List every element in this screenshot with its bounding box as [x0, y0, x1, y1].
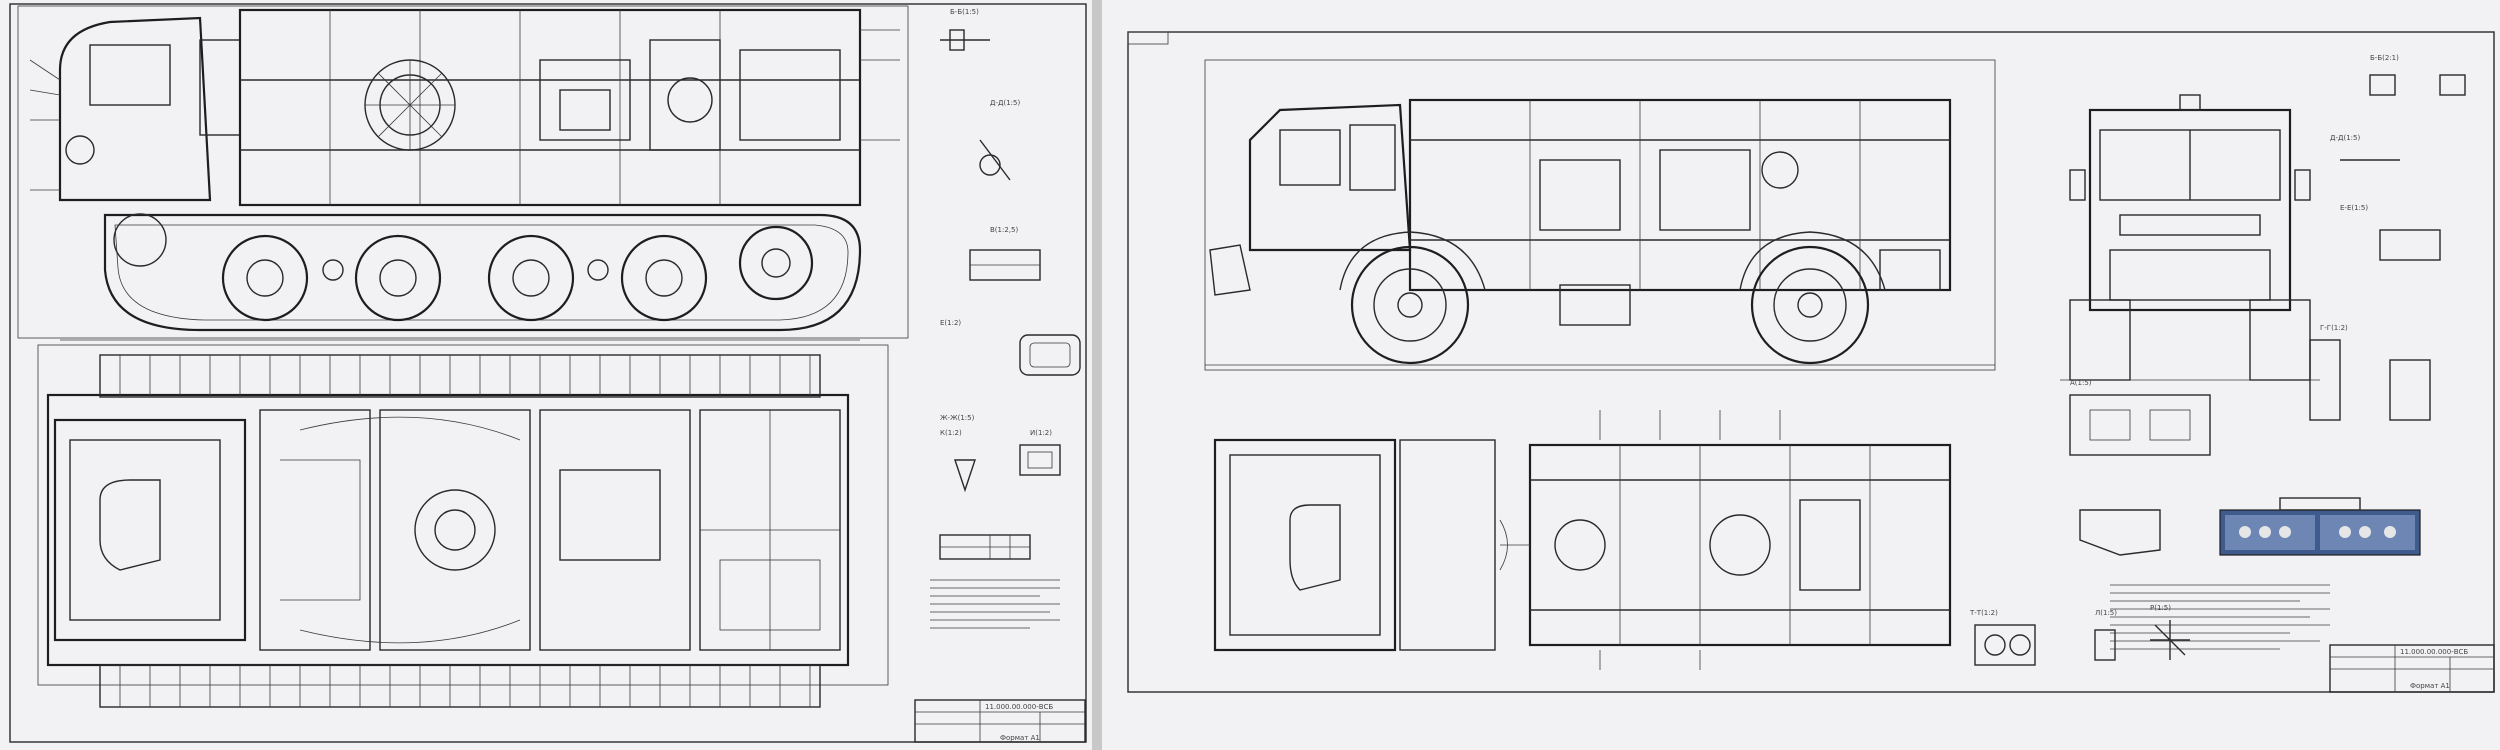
- left-notes: [930, 579, 1060, 629]
- right-detail-views: Б-Б(2:1) Д-Д(1:5) Е-Е(1:5) А(1:5) Г-Г(1:…: [1969, 54, 2466, 666]
- left-view-label-5: Ж-Ж(1:5): [940, 414, 975, 422]
- right-title-format: Формат А1: [2410, 682, 2450, 690]
- right-notes: [2110, 584, 2330, 650]
- left-view-label-4: Е(1:2): [940, 319, 961, 327]
- sheet-gap: [1092, 0, 1102, 750]
- left-view-label-3: В(1:2,5): [990, 226, 1018, 234]
- truck-plan-view: [1213, 410, 1952, 670]
- left-view-label-6: К(1:2): [940, 429, 962, 437]
- truck-side-view: [1204, 59, 1996, 371]
- right-sheet-frame: [1127, 31, 2495, 693]
- truck-front-view: [2060, 94, 2320, 381]
- left-title-designation: 11.000.00.000-ВСБ: [985, 703, 1053, 711]
- left-title-format: Формат А1: [1000, 734, 1040, 742]
- right-title-block: 11.000.00.000-ВСБ Формат А1: [2329, 644, 2495, 693]
- left-title-block: 11.000.00.000-ВСБ Формат А1: [914, 699, 1086, 743]
- right-view-label-4: А(1:5): [2070, 379, 2092, 387]
- right-title-designation: 11.000.00.000-ВСБ: [2400, 648, 2468, 656]
- right-view-label-2: Д-Д(1:5): [2330, 134, 2360, 142]
- left-view-label-2: Д-Д(1:5): [990, 99, 1020, 107]
- tracked-vehicle-plan-view: [37, 344, 889, 708]
- right-view-label-5: Г-Г(1:2): [2320, 324, 2348, 332]
- left-sheet-frame: [9, 3, 1087, 743]
- right-view-label-6: Т-Т(1:2): [1969, 609, 1998, 617]
- left-detail-views: Б-Б(1:5) Д-Д(1:5) В(1:2,5) Е(1:2) Ж-Ж(1:…: [939, 8, 1081, 560]
- right-sheet: Б-Б(2:1) Д-Д(1:5) Е-Е(1:5) А(1:5) Г-Г(1:…: [1102, 0, 2500, 750]
- right-view-label-3: Е-Е(1:5): [2340, 204, 2368, 212]
- left-sheet: Б-Б(1:5) Д-Д(1:5) В(1:2,5) Е(1:2) Ж-Ж(1:…: [0, 0, 1092, 750]
- right-view-label-8: Р(1:5): [2150, 604, 2171, 612]
- right-view-label-1: Б-Б(2:1): [2370, 54, 2399, 62]
- left-view-label-1: Б-Б(1:5): [950, 8, 979, 16]
- tracked-vehicle-side-view: [17, 5, 909, 341]
- left-sheet-paper: [0, 0, 1092, 750]
- left-view-label-7: И(1:2): [1030, 429, 1052, 437]
- right-view-label-7: Л(1:5): [2095, 609, 2117, 617]
